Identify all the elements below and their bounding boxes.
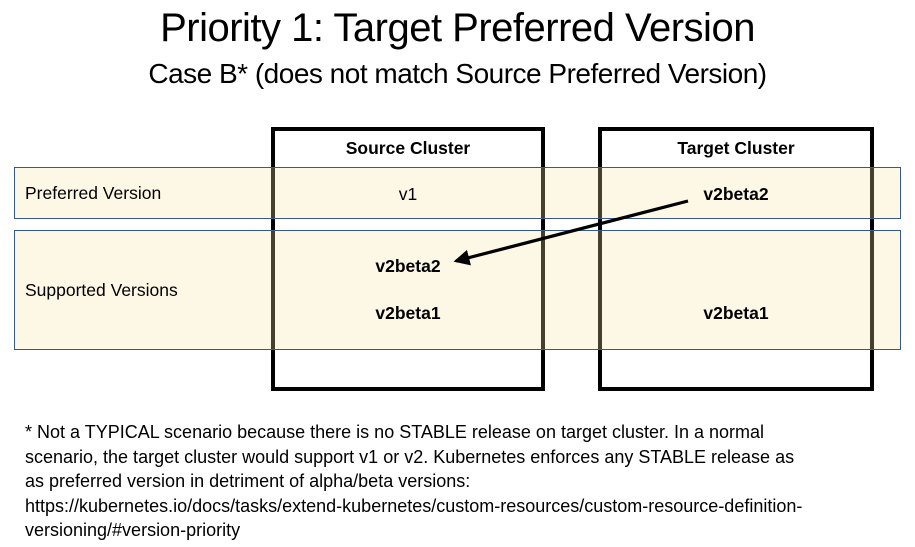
- source-cluster-title: Source Cluster: [345, 138, 471, 158]
- source-preferred-version-value: v1: [398, 183, 418, 204]
- source-supported-version-value-1: v2beta2: [375, 255, 441, 276]
- supported-versions-label: Supported Versions: [25, 279, 178, 300]
- supported-versions-row: Supported Versions: [14, 230, 901, 350]
- footnote: * Not a TYPICAL scenario because there i…: [25, 420, 905, 543]
- target-cluster-title: Target Cluster: [677, 138, 795, 158]
- footnote-line-2: scenario, the target cluster would suppo…: [25, 446, 795, 467]
- source-supported-version-value-2: v2beta1: [375, 302, 441, 323]
- footnote-line-3: as preferred version in detriment of alp…: [25, 471, 471, 491]
- preferred-version-label: Preferred Version: [25, 182, 162, 203]
- footnote-link-continued: versioning/#version-priority: [25, 520, 241, 540]
- footnote-line-1: * Not a TYPICAL scenario because there i…: [25, 422, 765, 442]
- footnote-link: https://kubernetes.io/docs/tasks/extend-…: [25, 495, 803, 516]
- target-supported-version-value-1: v2beta1: [703, 302, 769, 323]
- page-subtitle: Case B* (does not match Source Preferred…: [148, 58, 767, 89]
- page-title: Priority 1: Target Preferred Version: [160, 6, 755, 50]
- target-preferred-version-value: v2beta2: [703, 183, 769, 204]
